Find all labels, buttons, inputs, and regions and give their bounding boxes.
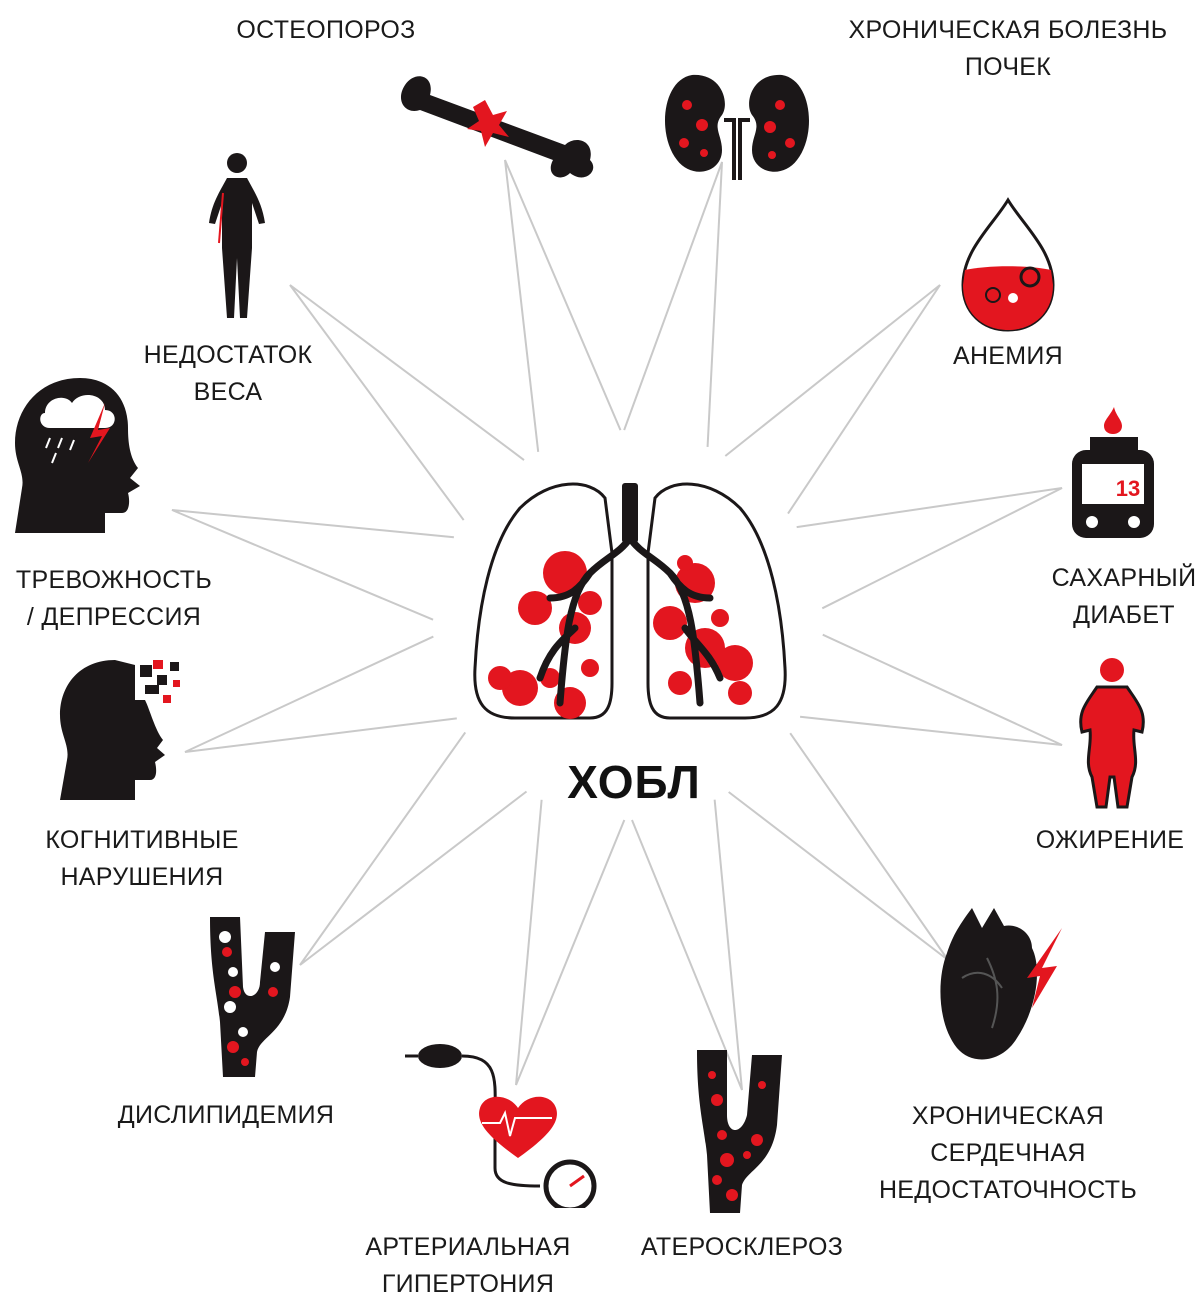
label-line: ДИСЛИПИДЕМИЯ bbox=[118, 1097, 335, 1134]
artery-icon bbox=[692, 1045, 792, 1215]
label-line: ОСТЕОПОРОЗ bbox=[236, 12, 415, 49]
ray-cognitive bbox=[185, 637, 457, 752]
label-line: САХАРНЫЙ bbox=[1052, 560, 1197, 597]
label-line: ВЕСА bbox=[144, 374, 313, 411]
page-title: ХОБЛ bbox=[567, 752, 700, 812]
label-obesity: ОЖИРЕНИЕ bbox=[1036, 822, 1184, 859]
obese-figure-icon bbox=[1072, 652, 1152, 812]
label-line: ДИАБЕТ bbox=[1052, 597, 1197, 634]
vessel-icon bbox=[205, 912, 305, 1082]
heart-icon bbox=[932, 898, 1072, 1068]
thin-figure-icon bbox=[197, 148, 277, 323]
label-line: АТЕРОСКЛЕРОЗ bbox=[641, 1229, 843, 1266]
label-anxiety: ТРЕВОЖНОСТЬ/ ДЕПРЕССИЯ bbox=[16, 562, 212, 636]
label-line: ГИПЕРТОНИЯ bbox=[365, 1266, 570, 1303]
ray-ckd bbox=[624, 162, 722, 447]
label-anemia: АНЕМИЯ bbox=[953, 338, 1063, 375]
ray-dyslipidemia bbox=[300, 732, 527, 965]
label-line: АНЕМИЯ bbox=[953, 338, 1063, 375]
head-fragments-icon bbox=[45, 650, 195, 800]
label-line: НАРУШЕНИЯ bbox=[45, 859, 238, 896]
label-line: НЕДОСТАТОК bbox=[144, 337, 313, 374]
label-line: / ДЕПРЕССИЯ bbox=[16, 599, 212, 636]
label-line: НЕДОСТАТОЧНОСТЬ bbox=[879, 1172, 1137, 1209]
label-line: КОГНИТИВНЫЕ bbox=[45, 822, 238, 859]
ray-diabetes bbox=[797, 488, 1062, 608]
glucometer-icon: 13 bbox=[1066, 402, 1156, 542]
label-osteoporosis: ОСТЕОПОРОЗ bbox=[236, 12, 415, 49]
broken-bone-icon bbox=[385, 65, 615, 185]
label-line: СЕРДЕЧНАЯ bbox=[879, 1135, 1137, 1172]
glucometer-reading: 13 bbox=[1116, 476, 1140, 501]
kidneys-icon bbox=[662, 65, 812, 185]
head-storm-icon bbox=[10, 368, 150, 538]
label-line: АРТЕРИАЛЬНАЯ bbox=[365, 1229, 570, 1266]
label-dyslipidemia: ДИСЛИПИДЕМИЯ bbox=[118, 1097, 335, 1134]
ray-heart-failure bbox=[729, 733, 948, 960]
label-line: ПОЧЕК bbox=[849, 49, 1168, 86]
ray-anxiety bbox=[172, 510, 454, 620]
ray-obesity bbox=[800, 635, 1062, 745]
label-atherosclerosis: АТЕРОСКЛЕРОЗ bbox=[641, 1229, 843, 1266]
label-line: ХРОНИЧЕСКАЯ bbox=[879, 1098, 1137, 1135]
ray-osteoporosis bbox=[505, 160, 620, 452]
blood-pressure-icon bbox=[400, 1038, 600, 1208]
label-line: ХРОНИЧЕСКАЯ БОЛЕЗНЬ bbox=[849, 12, 1168, 49]
label-line: ТРЕВОЖНОСТЬ bbox=[16, 562, 212, 599]
blood-drop-icon bbox=[958, 195, 1058, 335]
label-line: ОЖИРЕНИЕ bbox=[1036, 822, 1184, 859]
lungs-icon bbox=[470, 478, 790, 738]
